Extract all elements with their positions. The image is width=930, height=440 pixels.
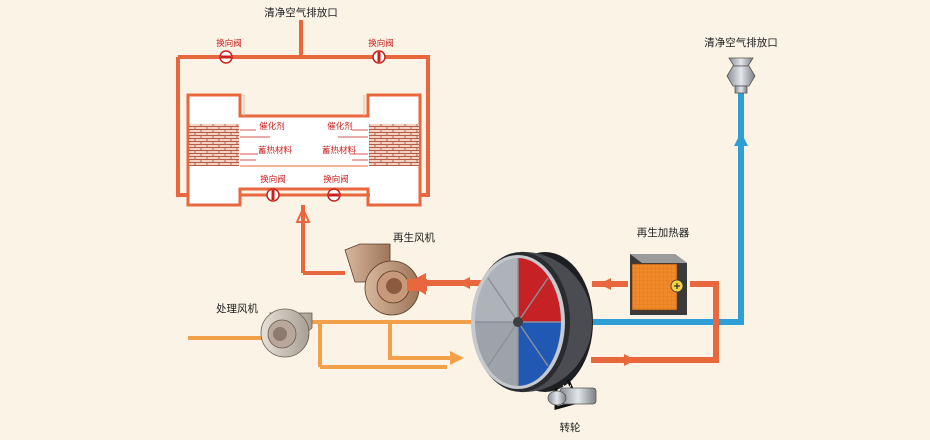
left-heat-storage-bed [189,124,239,166]
label-rotor: 转轮 [560,421,581,434]
regen-heater[interactable] [630,254,687,315]
valve-top-left[interactable] [219,50,233,64]
rto-chamber [186,93,422,207]
label-valve-bottom-right: 换向阀 [323,174,349,185]
valve-top-right[interactable] [372,50,386,64]
label-catalyst-right: 催化剂 [327,121,353,132]
right-heat-storage-bed [369,124,419,166]
label-catalyst-left: 催化剂 [259,121,285,132]
label-valve-top-left: 换向阀 [216,38,242,49]
clean-air-duct [591,92,748,325]
process-fan[interactable] [260,308,313,358]
valve-bottom-right[interactable] [327,188,341,202]
rto-inlet-arrow [295,206,311,223]
regen-fan[interactable] [344,243,427,316]
process-arrow-2 [450,351,464,365]
label-clean-air-outlet-left: 清净空气排放口 [264,6,338,19]
label-process-fan: 处理风机 [216,302,258,315]
clean-air-arrow [734,132,748,146]
label-heat-storage-left: 蓄热材料 [258,145,293,156]
process-air-duct [188,315,495,369]
valve-bottom-left[interactable] [266,188,280,202]
regen-arrow [458,277,470,289]
label-heat-storage-right: 蓄热材料 [322,145,357,156]
loop-arrow-top [599,278,611,290]
loop-arrow-bottom [624,354,636,366]
label-regen-fan: 再生风机 [393,231,435,244]
regen-hot-loop-duct [591,278,719,366]
label-regen-heater: 再生加热器 [637,226,690,239]
rto-unit [176,20,430,273]
label-clean-air-outlet-right: 清净空气排放口 [704,36,778,49]
label-valve-top-right: 换向阀 [368,38,394,49]
label-valve-bottom-left: 换向阀 [260,174,286,185]
rotor-wheel[interactable] [471,251,597,410]
drive-motor-icon [547,387,597,406]
outlet-silencer-icon [726,57,756,94]
